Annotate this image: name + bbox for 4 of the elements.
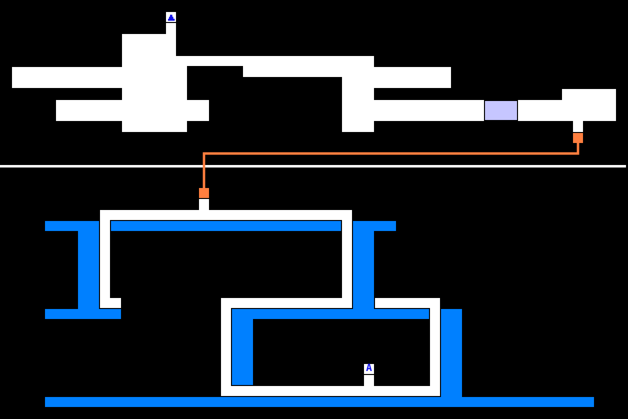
connector-line: [202, 143, 580, 188]
letter-marker: A: [364, 364, 374, 374]
link-marker: [199, 188, 209, 198]
link-marker: [573, 133, 583, 143]
